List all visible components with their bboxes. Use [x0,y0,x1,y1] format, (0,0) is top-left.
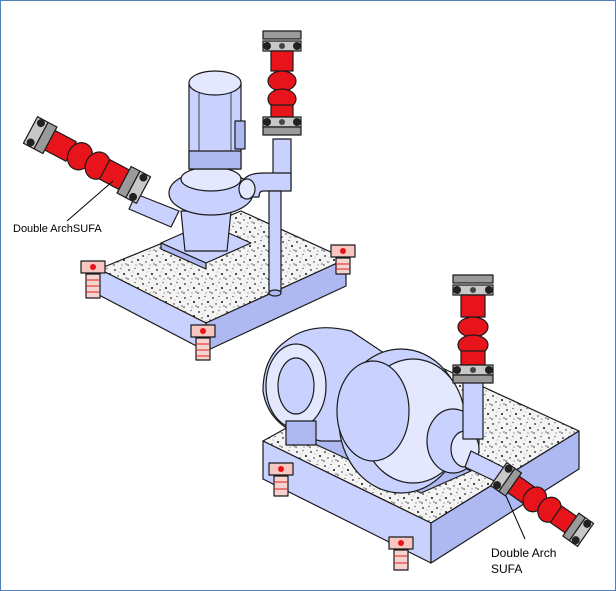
double-arch-connector-suction-right [490,462,595,547]
horizontal-pump-casing [336,348,480,494]
label-double-arch-sufa-top-left: Double ArchSUFA [13,223,102,235]
spring-isolator-left-2 [330,244,356,275]
horizontal-motor [262,327,397,446]
concrete-slab-left [98,210,347,352]
horizontal-pump-assembly: Double Arch SUFA [262,274,595,576]
label-double-arch-bottom-right: Double Arch [491,546,556,560]
spring-isolator-left-1 [80,260,106,299]
double-arch-connector-vertical-right [452,274,494,384]
double-arch-connector-suction [22,116,152,204]
suction-pipe [128,193,180,228]
label-leader-top-left [66,180,114,222]
spring-isolator-left-3 [190,324,216,361]
double-arch-connector-vertical-top [262,30,302,136]
spring-isolator-right-1 [268,462,294,497]
pump-pedestal [180,210,232,252]
label-sufa-bottom-right: SUFA [491,562,522,576]
spring-isolator-right-2 [388,536,414,571]
vertical-pump-assembly: Double ArchSUFA [13,30,356,361]
label-leader-bottom-right [505,495,526,540]
discharge-pipe [238,138,292,297]
discharge-pipe-right [462,378,484,440]
pump-motor [188,70,246,170]
